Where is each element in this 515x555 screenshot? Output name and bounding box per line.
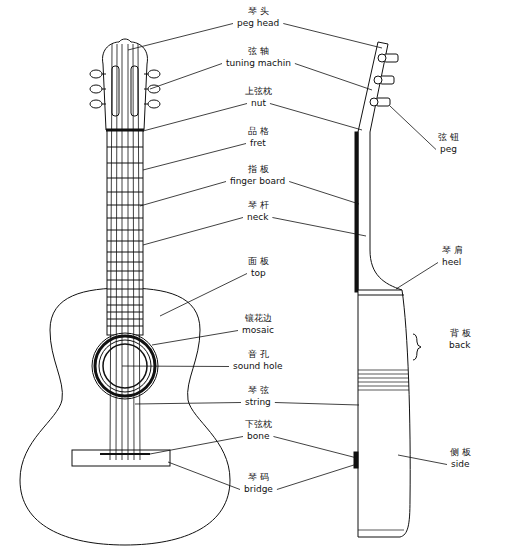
leader-line bbox=[283, 24, 382, 49]
part-name-en: peg bbox=[440, 144, 457, 155]
part-name-zh: 背 板 bbox=[450, 328, 471, 339]
leader-line bbox=[143, 104, 247, 132]
back-bracket bbox=[413, 334, 421, 360]
part-name-zh: 弦 轴 bbox=[248, 46, 269, 57]
part-name-en: top bbox=[251, 268, 266, 279]
leader-line bbox=[143, 144, 246, 171]
leader-line bbox=[135, 403, 241, 405]
leader-line bbox=[272, 218, 366, 237]
part-name-en: sound hole bbox=[233, 361, 282, 372]
part-name-zh: 音 孔 bbox=[248, 349, 269, 360]
headstock-slot bbox=[131, 66, 138, 116]
leader-line bbox=[396, 263, 438, 290]
leader-line bbox=[390, 106, 436, 150]
part-name-zh: 弦 钮 bbox=[438, 132, 459, 143]
leader-line bbox=[277, 464, 357, 490]
part-name-zh: 琴 肩 bbox=[442, 245, 463, 256]
side-bridge bbox=[354, 452, 358, 468]
part-name-zh: 侧 板 bbox=[450, 447, 471, 458]
part-name-zh: 镶花边 bbox=[245, 313, 272, 324]
neck bbox=[107, 130, 143, 335]
part-name-zh: 琴 弦 bbox=[248, 385, 269, 396]
part-name-en: neck bbox=[247, 212, 268, 223]
leader-line bbox=[273, 437, 357, 459]
part-name-en: fret bbox=[250, 138, 266, 149]
leader-line bbox=[160, 274, 247, 317]
part-name-zh: 品 格 bbox=[248, 126, 269, 137]
side-fingerboard bbox=[355, 132, 358, 292]
side-body bbox=[358, 290, 410, 537]
part-name-en: nut bbox=[251, 98, 266, 109]
leader-line bbox=[128, 24, 233, 51]
part-name-en: side bbox=[451, 459, 469, 470]
saddle bbox=[100, 453, 150, 455]
part-name-zh: 琴 码 bbox=[248, 472, 269, 483]
part-name-en: finger board bbox=[230, 176, 285, 187]
leader-line bbox=[150, 64, 222, 90]
part-name-en: tuning machin bbox=[226, 58, 291, 69]
side-neck bbox=[358, 132, 402, 290]
headstock-slot bbox=[112, 66, 119, 116]
leader-line bbox=[398, 455, 447, 465]
leader-line bbox=[270, 104, 362, 131]
tuning-knobs bbox=[90, 70, 160, 108]
part-name-zh: 琴 头 bbox=[248, 6, 269, 17]
part-name-zh: 上弦枕 bbox=[245, 86, 272, 97]
part-name-en: mosaic bbox=[242, 325, 274, 336]
part-name-zh: 下弦枕 bbox=[245, 419, 272, 430]
leader-line bbox=[150, 437, 243, 455]
leader-line bbox=[122, 366, 229, 368]
leader-line bbox=[152, 331, 238, 346]
leader-line bbox=[275, 403, 359, 406]
leader-line bbox=[143, 218, 243, 246]
part-name-en: peg head bbox=[237, 18, 279, 29]
leader-line bbox=[295, 64, 372, 91]
strings bbox=[110, 44, 140, 460]
part-name-zh: 琴 杆 bbox=[248, 200, 269, 211]
part-name-zh: 指 板 bbox=[248, 164, 269, 175]
side-stripes bbox=[358, 370, 409, 530]
leader-line bbox=[140, 182, 226, 207]
part-name-en: string bbox=[245, 397, 271, 408]
part-name-zh: 面 板 bbox=[248, 256, 269, 267]
leader-line bbox=[168, 462, 240, 490]
part-name-en: bridge bbox=[244, 484, 273, 495]
front-headstock bbox=[103, 39, 148, 130]
part-name-en: heel bbox=[442, 257, 461, 268]
bridge bbox=[72, 450, 170, 466]
side-pegs bbox=[370, 54, 398, 106]
frets bbox=[107, 147, 143, 326]
leader-line bbox=[289, 182, 359, 205]
side-binding bbox=[358, 295, 404, 296]
part-name-en: bone bbox=[247, 431, 269, 442]
part-name-en: back bbox=[449, 340, 470, 351]
